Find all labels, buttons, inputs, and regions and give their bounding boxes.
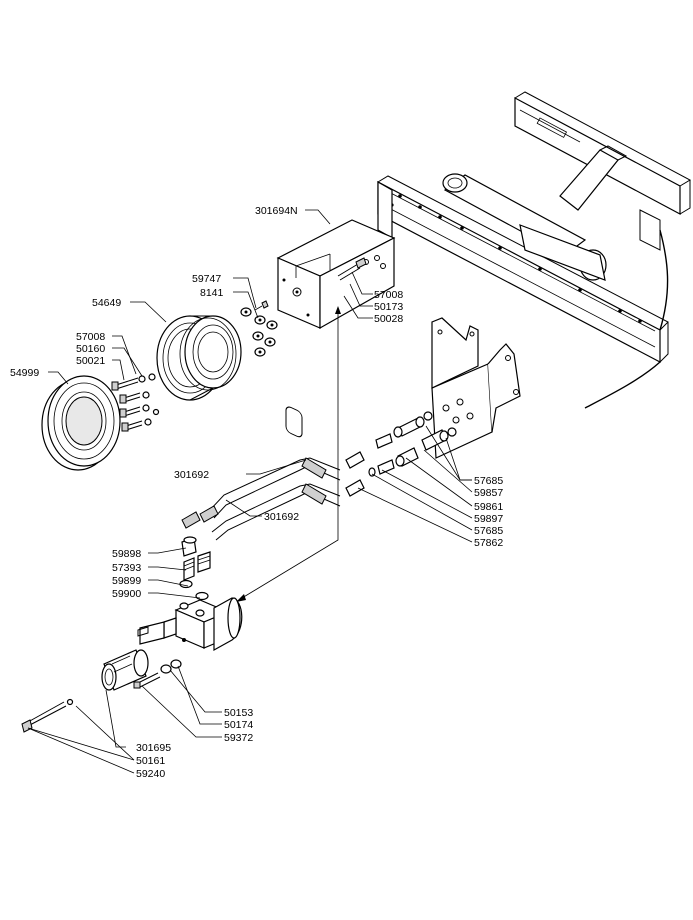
part-label-57685-bottom: 57685 [474,525,503,537]
wheel-disc [41,375,121,471]
part-label-59898: 59898 [112,548,141,560]
part-label-59899: 59899 [112,575,141,587]
part-label-301694N: 301694N [255,205,298,217]
part-label-57008-hub: 57008 [76,331,105,343]
hub-drum [156,315,242,401]
part-label-50153: 50153 [224,707,253,719]
part-label-57393: 57393 [112,562,141,574]
part-label-54649: 54649 [92,297,121,309]
motor-bolts [133,659,182,689]
leader-lines [27,209,473,774]
part-label-59857: 59857 [474,487,503,499]
part-labels: 301694N 59747 8141 54649 57008 50160 500… [10,205,503,780]
part-label-8141: 8141 [200,287,224,299]
hub-bolts [111,373,160,432]
part-label-301692-lower: 301692 [264,511,299,523]
part-label-50021: 50021 [76,355,105,367]
part-label-59900: 59900 [112,588,141,600]
part-label-59861: 59861 [474,501,503,513]
washers-8141 [240,300,278,357]
part-label-57862: 57862 [474,537,503,549]
part-label-50160-hub: 50160 [76,343,105,355]
part-label-57008-box: 57008 [374,289,403,301]
hydraulic-motor [137,597,243,652]
hydraulic-hoses [181,457,341,541]
part-label-50028: 50028 [374,313,403,325]
part-label-301692-upper: 301692 [174,469,209,481]
part-label-57685-top: 57685 [474,475,503,487]
chassis-frame [377,91,692,409]
part-label-59240: 59240 [136,768,165,780]
part-label-59897: 59897 [474,513,503,525]
part-label-50173: 50173 [374,301,403,313]
part-label-301695: 301695 [136,742,171,754]
part-label-54999: 54999 [10,367,39,379]
part-label-50161: 50161 [136,755,165,767]
long-bolt [21,698,74,733]
shaft-coupling [101,649,149,691]
fittings-stack [179,536,211,601]
quick-couplers [345,411,457,497]
assembly-leaders [236,306,341,602]
part-label-59747: 59747 [192,273,221,285]
mount-bracket-box [276,219,396,438]
part-label-50174: 50174 [224,719,253,731]
part-label-59372: 59372 [224,732,253,744]
